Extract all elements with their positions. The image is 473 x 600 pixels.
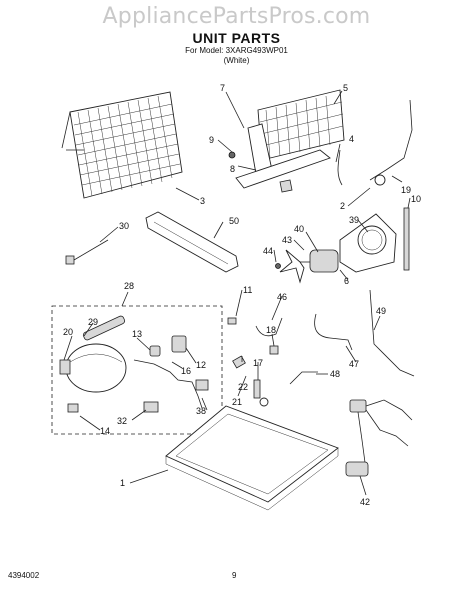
- relay-overload: [133, 335, 209, 413]
- callout-20: 20: [63, 327, 73, 337]
- callout-39: 39: [349, 215, 359, 225]
- evaporator-coil: [61, 91, 183, 199]
- callout-3: 3: [200, 196, 205, 206]
- callout-11: 11: [243, 285, 252, 295]
- callout-48: 48: [330, 369, 340, 379]
- callout-43: 43: [282, 235, 292, 245]
- callout-2: 2: [340, 201, 345, 211]
- callout-40: 40: [294, 224, 304, 234]
- callout-7: 7: [220, 83, 225, 93]
- doc-number: 4394002: [8, 571, 40, 580]
- screw-9: [228, 151, 236, 159]
- fan-shroud: [339, 213, 397, 273]
- callout-22: 22: [238, 382, 248, 392]
- callout-19: 19: [401, 185, 411, 195]
- callout-4: 4: [349, 134, 354, 144]
- model-line: For Model: 3XARG493WP01: [185, 46, 288, 55]
- callout-49: 49: [376, 306, 386, 316]
- callout-13: 13: [132, 329, 142, 339]
- callout-30: 30: [119, 221, 129, 231]
- line-49: [369, 289, 415, 377]
- page-number: 9: [232, 571, 237, 580]
- callout-16: 16: [181, 366, 191, 376]
- page-title: UNIT PARTS: [192, 30, 281, 46]
- callout-12: 12: [196, 360, 206, 370]
- callout-47: 47: [349, 359, 359, 369]
- drain-trough: [145, 211, 239, 273]
- callout-42: 42: [360, 497, 370, 507]
- part-48: [289, 371, 318, 385]
- wire-harness-42: [345, 399, 413, 477]
- clip-11: [227, 317, 237, 325]
- wire-harness-30: [65, 239, 109, 265]
- defrost-thermostat: [337, 99, 413, 271]
- leader-lines: [63, 90, 411, 496]
- compressor-group-box: [51, 305, 223, 435]
- callout-21: 21: [232, 397, 242, 407]
- watermark: AppliancePartsPros.com: [102, 4, 371, 29]
- callout-9: 9: [209, 135, 214, 145]
- condenser-tube-47: [314, 313, 353, 351]
- callout-44: 44: [263, 246, 273, 256]
- callout-5: 5: [343, 83, 348, 93]
- callout-18: 18: [266, 325, 276, 335]
- color-line: (White): [223, 56, 250, 65]
- callout-1: 1: [120, 478, 125, 488]
- callout-10: 10: [411, 194, 421, 204]
- callout-6: 6: [344, 276, 349, 286]
- compressor: [59, 315, 127, 413]
- callout-17: 17: [253, 358, 263, 368]
- callout-38: 38: [196, 406, 206, 416]
- defrost-bracket-assembly: [235, 89, 345, 193]
- evaporator-fan-motor: [275, 249, 339, 284]
- tubing-46: [255, 317, 283, 337]
- callout-32: 32: [117, 416, 127, 426]
- base-pan: [165, 405, 339, 511]
- callout-8: 8: [230, 164, 235, 174]
- callout-46: 46: [277, 292, 287, 302]
- callout-28: 28: [124, 281, 134, 291]
- callout-14: 14: [100, 426, 110, 436]
- callout-50: 50: [229, 216, 239, 226]
- callout-29: 29: [88, 317, 98, 327]
- callout-labels: 3 7 9 8 5 4 19 10 2 30 50 39 40 43 44 6 …: [63, 83, 421, 507]
